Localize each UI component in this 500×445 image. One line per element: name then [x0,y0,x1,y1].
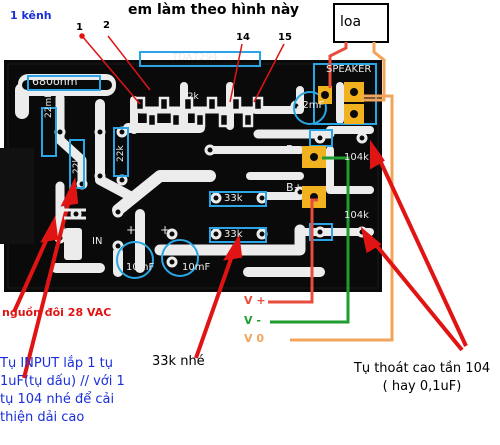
wire-red-vplus [268,198,318,304]
resistor-22k-c-label: 22k [182,92,199,102]
input-cap-note-line-2: 1uF(tụ dấu) // với 1 [0,374,125,389]
pin-14-label: 14 [236,32,250,43]
r33k-note: 33k nhé [152,354,205,369]
in-label: IN [92,236,103,247]
input-cap-note: Tụ INPUT lắp 1 tụ 1uF(tụ dấu) // với 1 t… [0,355,125,427]
input-cap-note-line-3: tụ 104 nhé để cải [0,392,115,407]
power-input-pad [64,228,82,260]
resistor-33k-b-label: 33k [224,229,243,240]
ic-label: TDA7294 [172,52,218,63]
channel-label: 1 kênh [10,9,52,22]
power-note: nguồn đôi 28 VAC [2,306,112,319]
ic-pins [134,96,264,128]
rail-vplus-label: V + [244,294,266,307]
wire-green-vminus [270,156,350,324]
hf-cap-note-line-2: ( hay 0,1uF) [382,379,462,394]
b-minus-label: B- [286,143,298,156]
cap-10mf-a-label: 10mF [126,262,155,273]
hf-cap-note-line-1: Tụ thoát cao tần 104 [353,361,491,376]
rail-vzero-label: V 0 [244,332,264,345]
cap-104-a-label: 104k [344,152,369,163]
speaker-silk-label: SPEAKER [326,64,372,75]
plus-b-label: + [160,223,171,237]
speaker-wire-orange [362,42,386,102]
cap-22mf-left-label: 22mF [44,92,54,118]
pin-2-label: 2 [103,20,110,31]
rail-vminus-label: V - [244,314,261,327]
trace-slot [22,80,112,90]
hf-cap-note: Tụ thoát cao tần 104 ( hay 0,1uF) [344,360,500,396]
resistor-33k-a-label: 33k [224,193,243,204]
plus-a-label: + [126,223,137,237]
resistor-22k-b-label: 22k [116,145,126,162]
pin-callouts [79,33,285,105]
in-jumper [64,208,86,220]
speaker-box-label: loa [340,14,362,30]
resistor-22k-a-label: 22k [72,157,82,174]
speaker-box [333,3,389,43]
pin-1-label: 1 [76,22,83,33]
input-cap-note-line-1: Tụ INPUT lắp 1 tụ [0,356,114,371]
pin-15-label: 15 [278,32,292,43]
power-input-block [0,148,34,244]
connector-pads [302,82,364,208]
instruction-title: em làm theo hình này [128,2,299,18]
cap-104-b-label: 104k [344,210,369,221]
cap-22mf-top-label: 22mF [296,100,325,111]
resistor-680-label: 680ohm [32,75,78,88]
annotation-arrows [12,139,468,379]
cap-10mf-b-label: 10mF [182,262,211,273]
speaker-wire-red [328,42,348,88]
b-plus-label: B+ [286,181,303,194]
input-cap-note-line-4: thiện dải cao [0,410,85,425]
wire-orange-right [290,94,394,342]
